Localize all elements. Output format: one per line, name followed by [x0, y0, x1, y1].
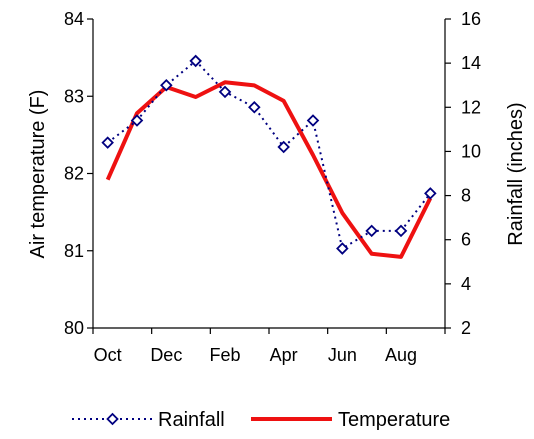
rainfall-point — [424, 187, 437, 200]
right-tick-label: 16 — [461, 9, 481, 29]
plot-area — [92, 19, 446, 329]
right-y-ticks: 2 4 6 8 10 12 14 16 — [445, 9, 481, 338]
right-axis-title: Rainfall (inches) — [505, 102, 527, 245]
right-tick-label: 6 — [461, 230, 471, 250]
x-tick-label: Feb — [209, 345, 240, 365]
rainfall-point — [160, 78, 173, 92]
legend-rainfall-marker — [106, 412, 119, 426]
left-y-ticks: 80 81 82 83 84 — [64, 9, 93, 338]
left-axis-title: Air temperature (F) — [27, 90, 49, 259]
rainfall-point — [394, 224, 408, 238]
temperature-series-line — [105, 80, 433, 259]
rainfall-point — [365, 224, 378, 238]
legend: Rainfall Temperature — [72, 409, 450, 431]
left-tick-label: 80 — [64, 318, 84, 338]
rainfall-point — [336, 242, 349, 255]
legend-rainfall-label: Rainfall — [158, 409, 225, 431]
legend-temperature-label: Temperature — [338, 409, 450, 431]
left-tick-label: 82 — [64, 164, 84, 184]
rainfall-point — [101, 136, 114, 149]
rainfall-point — [248, 101, 261, 114]
rainfall-series-line — [107, 59, 432, 251]
left-tick-label: 81 — [64, 241, 84, 261]
legend-item-temperature: Temperature — [251, 409, 450, 431]
left-tick-label: 84 — [64, 9, 84, 29]
right-tick-label: 12 — [461, 97, 481, 117]
x-tick-label: Jun — [328, 345, 357, 365]
series-layer — [101, 54, 437, 259]
right-tick-label: 10 — [461, 141, 481, 161]
x-tick-label: Aug — [385, 345, 417, 365]
right-tick-label: 8 — [461, 186, 471, 206]
left-tick-label: 83 — [64, 86, 84, 106]
rainfall-point — [218, 85, 232, 99]
rainfall-point — [130, 114, 144, 127]
rainfall-point — [306, 114, 320, 127]
right-tick-label: 14 — [461, 53, 481, 73]
right-tick-label: 4 — [461, 274, 471, 294]
rainfall-point — [189, 54, 202, 68]
x-tick-label: Oct — [94, 345, 122, 365]
x-tick-label: Apr — [270, 345, 298, 365]
x-tick-label: Dec — [150, 345, 182, 365]
x-ticks: Oct Dec Feb Apr Jun Aug — [92, 328, 446, 365]
right-tick-label: 2 — [461, 318, 471, 338]
legend-item-rainfall: Rainfall — [72, 409, 225, 431]
rainfall-point — [277, 140, 290, 154]
